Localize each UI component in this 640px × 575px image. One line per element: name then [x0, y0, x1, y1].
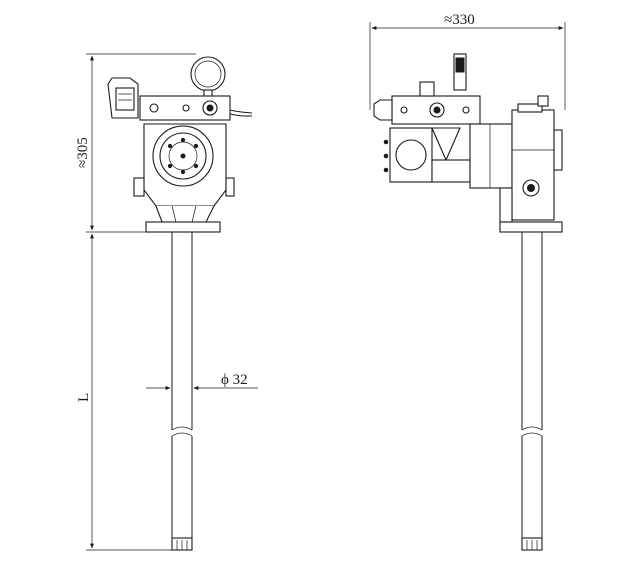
- width-dimension-label: ≈330: [444, 12, 475, 28]
- front-view: [107, 56, 253, 551]
- diameter-dimension: ϕ 32: [146, 372, 258, 390]
- width-dimension: ≈330: [369, 12, 566, 110]
- height-dimension-label: ≈305: [75, 137, 91, 168]
- height-dimension: ≈305: [75, 53, 196, 233]
- length-dimension: L: [76, 233, 172, 551]
- side-view: [373, 53, 563, 551]
- length-dimension-label: L: [76, 393, 92, 402]
- diameter-dimension-label: ϕ 32: [221, 372, 248, 388]
